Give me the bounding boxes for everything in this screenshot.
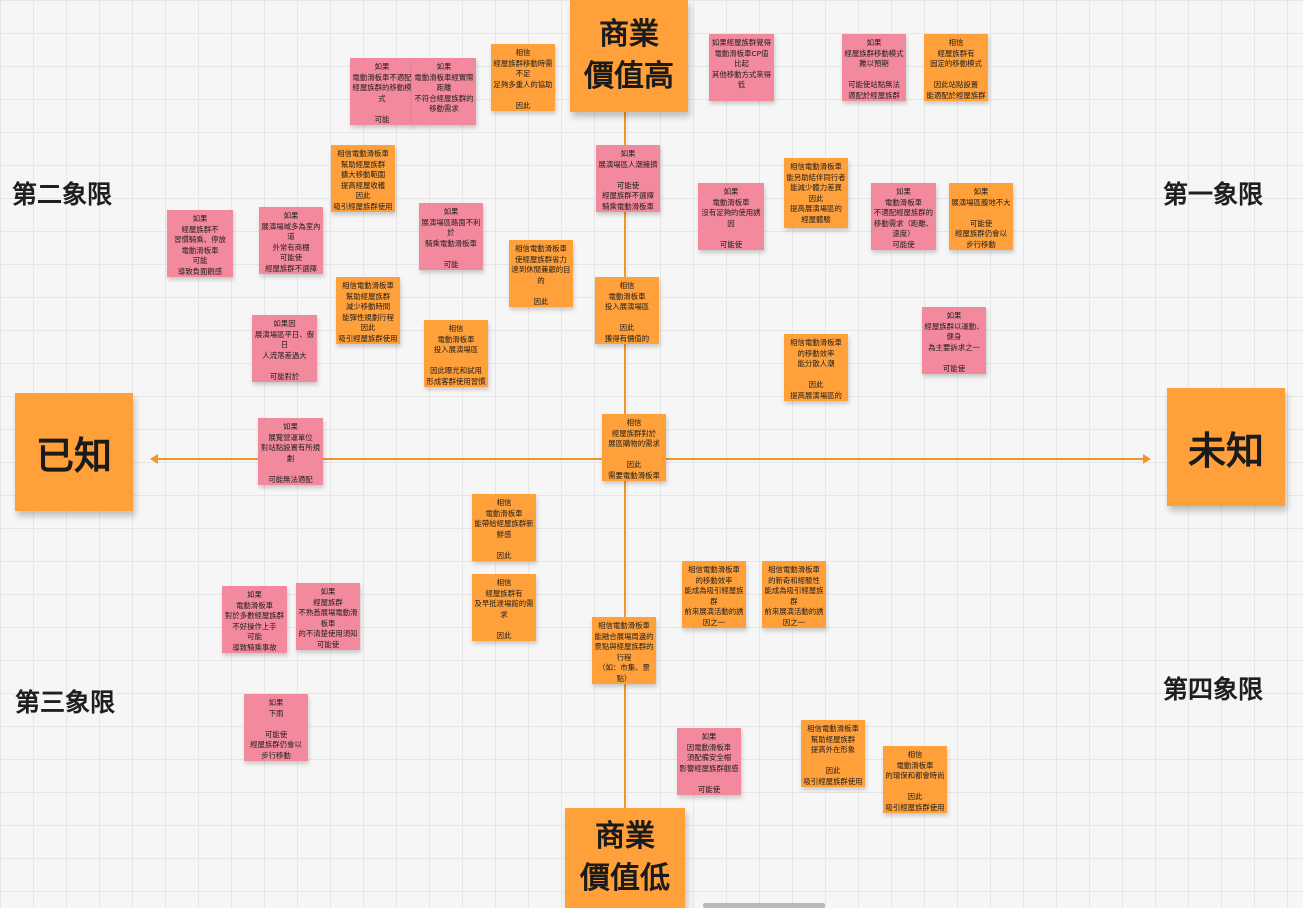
sticky-note[interactable]: 相信 電動滑板車 投入展演場區 因此曝光和試用 形成客群使用習慣 帶動下一個營利… (424, 320, 488, 387)
axis-label-low-value[interactable]: 商業 價值低 (565, 808, 685, 908)
sticky-note[interactable]: 如果 展演場區路面不利於 騎乘電動滑板車 可能 經屋族群仍會以 步行方式移動 (419, 203, 483, 270)
sticky-note[interactable]: 相信電動滑板車 的移動效率 能分散人潮 因此 提高展演場區的 經屋體驗 (784, 334, 848, 401)
sticky-note[interactable]: 如果 電動滑板車 對於多數經屋族群 不好操作上手 可能 導致騎乘事故 使產品有負… (222, 586, 287, 653)
sticky-note[interactable]: 相信 經屋族群有 固定的移動模式 因此站點設置 能適配於經屋族群 從中穩定獲利 (924, 34, 988, 101)
left-arrow-icon (150, 454, 158, 464)
quadrant-label-q4: 第四象限 (1163, 675, 1264, 704)
sticky-note[interactable]: 如果 經屋族群不 習慣騎乘、停放 電動滑板車 可能 導致負面觀感 和品牌形象受損 (167, 210, 233, 277)
sticky-note[interactable]: 如果 電動滑板車 不適配經屋族群的 移動需求（距離、速度） 可能使 經屋族群不選… (871, 183, 936, 250)
sticky-note[interactable]: 如果 電動滑板車不適配 經屋族群的移動模式 可能 產品難以取得獲利 (350, 58, 414, 125)
sticky-note[interactable]: 如果 下雨 可能使 經屋族群仍會以 步行移動 (244, 694, 308, 761)
sticky-note[interactable]: 相信電動滑板車 使經屋族群省力 達到休閒兼顧的目的 因此 吸引經屋族群使用 (509, 240, 573, 307)
sticky-note[interactable]: 相信 電動滑板車 能帶給經屋族群新鮮感 因此 吸引經屋族群的 使用 (472, 494, 536, 561)
axis-label-high-value[interactable]: 商業 價值高 (570, 0, 688, 112)
sticky-note[interactable]: 如果 因電動滑板車 須配備安全帽 影響經屋族群觀感 可能使 經屋族群不選擇 騎乘… (677, 728, 741, 795)
right-arrow-icon (1143, 454, 1151, 464)
sticky-note[interactable]: 相信電動滑板車 能另助結伴同行者 能減少體力差異 因此 提高展演場區的 經屋體驗 (784, 158, 848, 228)
sticky-note[interactable]: 相信 經屋族群移動時需不足 足夠多重人的協助 因此 提符合電動滑板車 的服務特點 (491, 44, 555, 111)
sticky-note[interactable]: 如果 電動滑板車經實際距離 不符合經屋族群的移動需求 可能 產品難以取得獲利 (412, 58, 476, 125)
sticky-note[interactable]: 相信 電動滑板車 的環保和都會時尚 因此 吸引經屋族群使用 (883, 746, 947, 813)
sticky-note[interactable]: 如果 展演場域多為室內道 外常有商棚 可能使 經屋族群不選擇 騎乘電動滑板車 (259, 207, 323, 274)
sticky-note[interactable]: 相信電動滑板車 幫助經屋族群 減少移動時間 能彈性規劃行程 因此 吸引經屋族群使… (336, 277, 400, 344)
sticky-note[interactable]: 如果 展演場區腹地不大 可能使 經屋族群仍會以 步行移動 (949, 183, 1013, 250)
sticky-note[interactable]: 如果因 展演場區平日、假日 人流落差過大 可能對於 站點設置和產品數量 很難進行… (252, 315, 317, 382)
sticky-note[interactable]: 如果 經屋族群以運動、健身 為主要訴求之一 可能使 經屋族群不選擇 騎乘電動滑板… (922, 307, 986, 374)
sticky-note[interactable]: 如果經屋族群覺得 電動滑板車CP值比起 其他移動方式來得低 可能 經屋族群不會選… (709, 34, 774, 101)
sticky-note[interactable]: 相信 經屋族群有 及早抵達場館的需求 因此 需要電動滑板車 提升移動速度 (472, 574, 536, 641)
axis-label-unknown[interactable]: 未知 (1167, 388, 1285, 506)
sticky-note[interactable]: 相信電動滑板車 幫助經屋族群 擴大移動範圍 提高經屋收穫 因此 吸引經屋族群使用 (331, 145, 395, 212)
sticky-note[interactable]: 如果 電動滑板車 沒有足夠的使用誘因 可能使 經屋族群仍會以 步行、腳踏車移動 (698, 183, 764, 250)
sticky-note[interactable]: 相信電動滑板車 的移動效率 能成為吸引經屋族群 前來展演活動的誘因之一 因此 能… (682, 561, 746, 628)
sticky-note[interactable]: 如果 展演場區人潮擁擠 可能使 經屋族群不選擇 騎乘電動滑板車 (596, 145, 660, 212)
sticky-note[interactable]: 相信電動滑板車 的新奇和經驗性 能成為吸引經屋族群 前來展演活動的誘因之一 因此… (762, 561, 826, 628)
sticky-note[interactable]: 如果 經屋族群 不熟悉展場電動滑板車 的不清楚使用須知 可能使 經屋族群不選擇 … (296, 583, 360, 650)
quadrant-label-q2: 第二象限 (12, 180, 113, 209)
axis-label-known[interactable]: 已知 (15, 393, 133, 511)
sticky-note[interactable]: 相信 電動滑板車 投入展演場區 因此 獲得有價值的 使用數據和經營體驗 (595, 277, 659, 344)
horizontal-scrollbar[interactable] (703, 903, 825, 908)
sticky-note[interactable]: 相信電動滑板車 幫助經屋族群 提高外在形象 因此 吸引經屋族群使用 (801, 720, 865, 787)
sticky-note[interactable]: 相信電動滑板車 能融合展場周邊的 景點與經屋族群的行程 （如：市集、景點） 豐富… (592, 617, 656, 684)
sticky-note[interactable]: 如果 經屋族群移動模式 難以預期 可能使站點無法 適配於經屋族群 難以從中獲利 (842, 34, 906, 101)
sticky-note[interactable]: 如果 展覽營運單位 對站點設置有所規劃 可能無法適配 經屋路線 難以從中獲利 (258, 418, 323, 485)
quadrant-label-q1: 第一象限 (1163, 180, 1264, 209)
sticky-note[interactable]: 相信 經屋族群對於 展區購物的需求 因此 需要電動滑板車 減輕負重問題 (602, 414, 666, 481)
quadrant-label-q3: 第三象限 (15, 688, 116, 717)
